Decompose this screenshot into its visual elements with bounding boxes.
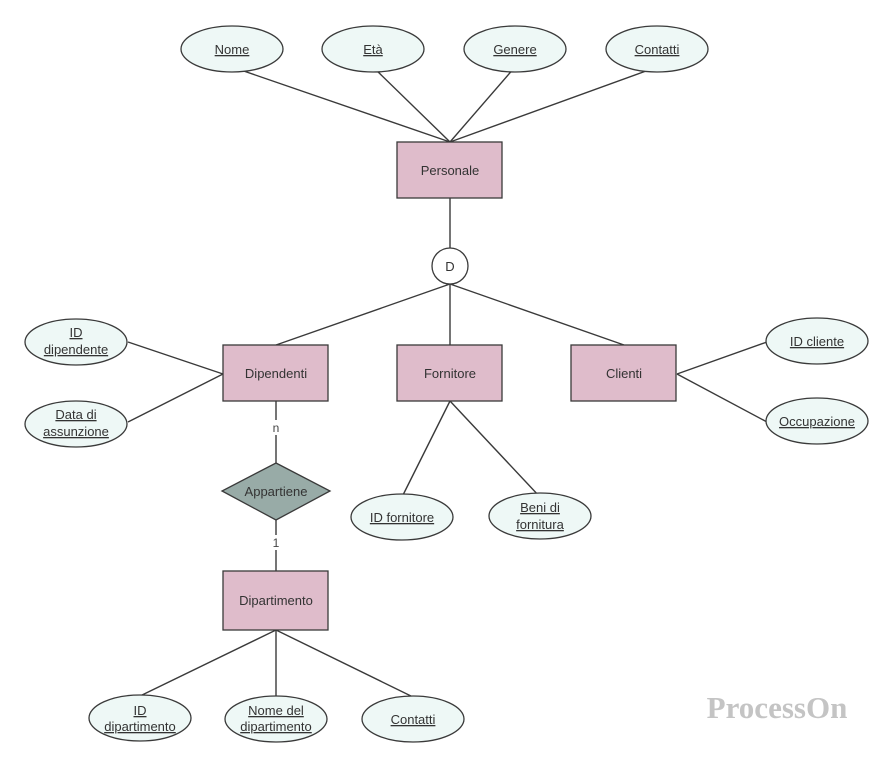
edge-data-assunzione [127,373,224,423]
entity-dipendenti[interactable]: Dipendenti [222,344,329,402]
attribute-data-assunzione[interactable]: Data di assunzione [24,400,128,448]
attribute-occupazione[interactable]: Occupazione [765,397,869,445]
entity-clienti[interactable]: Clienti [570,344,677,402]
attribute-label: Occupazione [779,414,855,429]
attribute-label-line2: dipendente [44,342,108,357]
attribute-nome[interactable]: Nome [180,25,284,73]
entity-label: Clienti [606,366,642,381]
edge-id-dipartimento [139,629,277,697]
attribute-label: Nome [215,42,250,57]
entity-label: Dipendenti [245,366,307,381]
attribute-label: Genere [493,42,536,57]
cardinality-n-label: n [273,421,280,435]
watermark-logo: ProcessOn [707,690,848,725]
entity-label: Personale [421,163,480,178]
attribute-label-line1: Nome del [248,703,304,718]
disjoint-node[interactable]: D [431,247,469,285]
connector-lines [127,66,768,698]
attribute-id-fornitore[interactable]: ID fornitore [350,493,454,541]
attribute-genere[interactable]: Genere [463,25,567,73]
entity-fornitore[interactable]: Fornitore [396,344,503,402]
attribute-contatti-dipartimento[interactable]: Contatti [361,695,465,743]
edge-contatti [449,66,658,143]
attribute-label-line1: Beni di [520,500,560,515]
attribute-label-line1: ID [70,325,83,340]
attribute-label-line2: assunzione [43,424,109,439]
attribute-nome-dipartimento[interactable]: Nome del dipartimento [224,695,328,743]
attribute-label-line1: ID [134,703,147,718]
cardinality-top: n [270,420,282,435]
relationship-label: Appartiene [245,484,308,499]
attribute-label-line2: fornitura [516,517,564,532]
attribute-label-line2: dipartimento [104,719,176,734]
edge-disjoint-dipendenti [275,283,451,346]
edge-id-fornitore [401,400,451,498]
attribute-label-line1: Data di [55,407,96,422]
relationship-appartiene[interactable]: Appartiene [220,462,332,521]
entity-label: Fornitore [424,366,476,381]
edge-nome [231,66,451,143]
attribute-id-dipendente[interactable]: ID dipendente [24,318,128,366]
disjoint-label: D [445,259,454,274]
edge-contatti-dipartimento [275,629,414,698]
attribute-eta[interactable]: Età [321,25,425,73]
attribute-label-line2: dipartimento [240,719,312,734]
entity-label: Dipartimento [239,593,313,608]
attribute-contatti[interactable]: Contatti [605,25,709,73]
attribute-label: ID cliente [790,334,844,349]
entity-dipartimento[interactable]: Dipartimento [222,570,329,631]
attribute-label: ID fornitore [370,510,434,525]
edge-beni-fornitura [449,400,541,498]
attribute-beni-fornitura[interactable]: Beni di fornitura [488,492,592,540]
edge-eta [372,66,451,143]
edge-disjoint-clienti [449,283,625,346]
cardinality-bottom: 1 [270,535,282,550]
edge-occupazione [676,373,768,423]
attribute-id-dipartimento[interactable]: ID dipartimento [88,694,192,742]
cardinality-1-label: 1 [273,536,280,550]
attribute-label: Contatti [391,712,436,727]
edge-genere [449,66,516,143]
entity-personale[interactable]: Personale [396,141,503,199]
attribute-label: Contatti [635,42,680,57]
attribute-label: Età [363,42,383,57]
edge-id-dipendente [127,341,224,375]
attribute-id-cliente[interactable]: ID cliente [765,317,869,365]
edge-id-cliente [676,341,768,375]
